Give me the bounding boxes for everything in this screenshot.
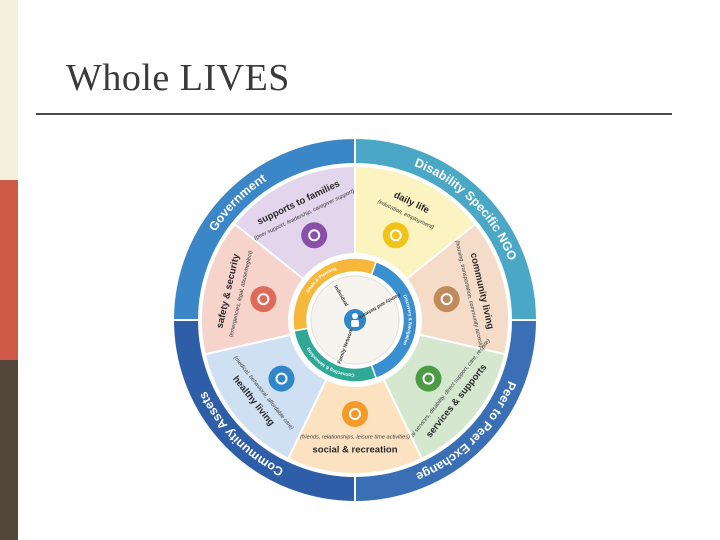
services-icon-glyph: [422, 372, 435, 385]
domain-sector: [200, 222, 305, 356]
lock-icon-glyph: [257, 293, 270, 306]
domain-sector: [203, 333, 328, 461]
sun-icon: [382, 222, 409, 249]
person-head: [352, 313, 358, 319]
sector-detail: (friends, relationships, leisure time ac…: [300, 434, 410, 440]
domain-sectors: daily life(education, employment)communi…: [200, 164, 510, 475]
house-icon: [433, 286, 460, 313]
family-icon-glyph: [308, 229, 321, 242]
sun-icon-glyph: [389, 229, 402, 242]
domain-sector: [405, 222, 510, 356]
lock-icon: [250, 286, 277, 313]
house-icon-glyph: [440, 293, 453, 306]
inner-ring-segment: [292, 257, 378, 332]
outer-ring-segment: [171, 319, 356, 504]
social-icon: [342, 401, 368, 427]
sidebar-band-brown: [0, 360, 18, 540]
services-icon: [415, 365, 442, 392]
family-icon: [301, 222, 328, 249]
social-icon-glyph: [349, 408, 361, 420]
sidebar-band-cream: [0, 0, 18, 180]
health-icon-glyph: [275, 372, 288, 385]
sector-title: social & recreation: [312, 445, 397, 456]
domain-sector: [354, 164, 477, 281]
slide-title: Whole LIVES: [66, 57, 290, 99]
person-body: [351, 320, 359, 327]
sidebar-band-red: [0, 180, 18, 360]
domain-sector: [382, 333, 507, 461]
title-divider: [36, 113, 672, 115]
domain-sector: [233, 164, 356, 281]
health-icon: [268, 365, 295, 392]
decorative-sidebar: [0, 0, 18, 540]
